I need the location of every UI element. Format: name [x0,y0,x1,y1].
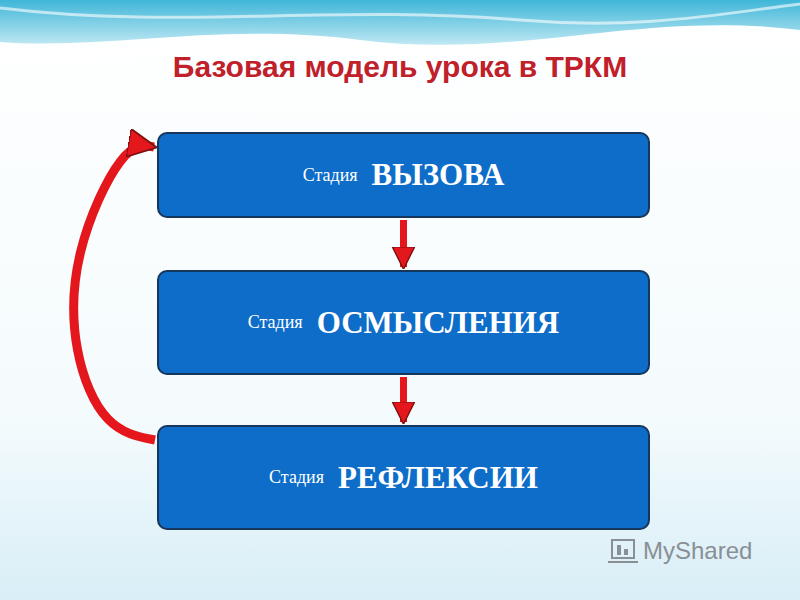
flow-arrow [400,377,407,422]
watermark-icon [608,540,638,562]
stage-word: Стадия [303,165,358,186]
stage-name: РЕФЛЕКСИИ [338,460,538,496]
stage-word: Стадия [269,467,324,488]
stage-box: Стадия ОСМЫСЛЕНИЯ [157,270,650,375]
stage-box: Стадия РЕФЛЕКСИИ [157,425,650,530]
stage-name: ОСМЫСЛЕНИЯ [317,305,560,341]
watermark: MyShared [643,537,752,565]
slide-title: Базовая модель урока в ТРКМ [0,50,800,84]
stage-name: ВЫЗОВА [372,157,505,193]
stage-box: Стадия ВЫЗОВА [157,132,650,218]
stage-word: Стадия [248,312,303,333]
flow-arrow [74,146,155,440]
flow-arrow [400,220,407,267]
